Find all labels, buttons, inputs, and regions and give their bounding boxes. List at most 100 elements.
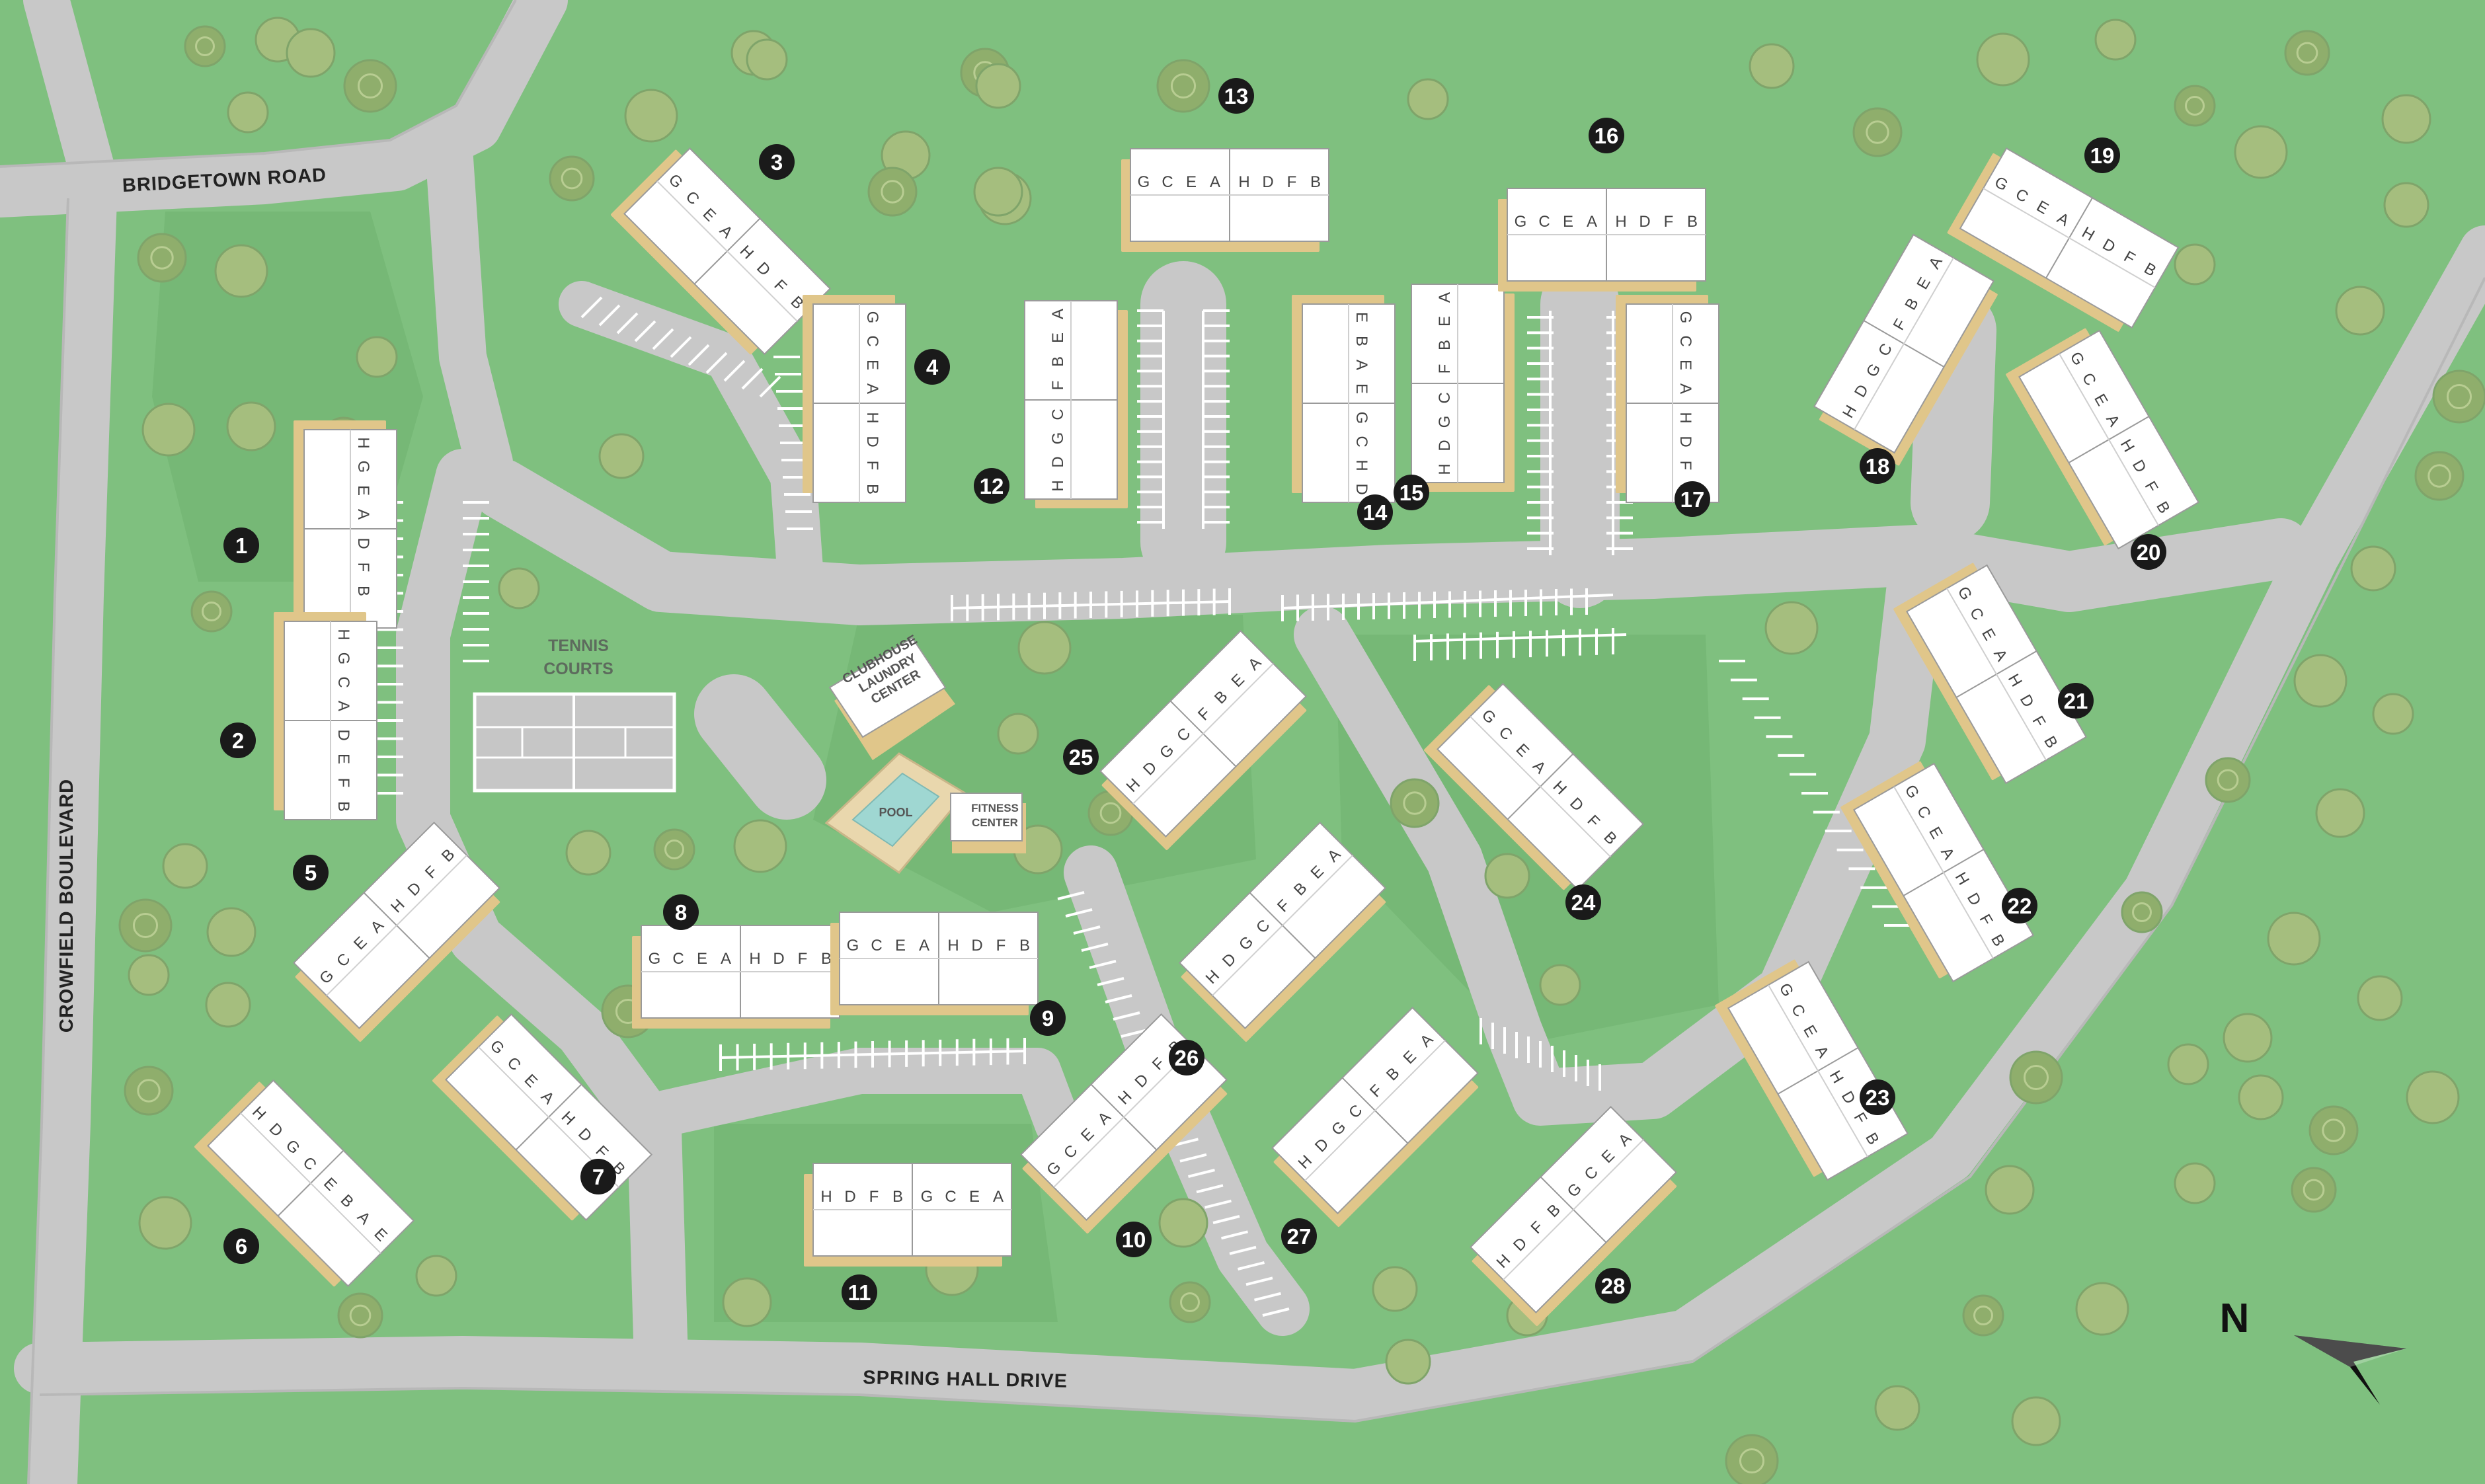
building-number: 4 <box>926 355 939 379</box>
building-badge: 4 <box>914 349 950 385</box>
unit-letter: E <box>969 1188 980 1206</box>
tree-icon <box>2432 370 2485 424</box>
tree-icon <box>2267 912 2321 966</box>
building-number: 13 <box>1224 84 1249 108</box>
building-number: 6 <box>235 1234 247 1259</box>
unit-letter: G <box>1436 416 1454 428</box>
building-number: 22 <box>2008 894 2032 918</box>
unit-letter: B <box>1687 213 1698 231</box>
unit-letter: D <box>1639 213 1650 231</box>
unit-letter: G <box>1676 311 1694 324</box>
tree-icon <box>141 403 196 457</box>
unit-letter: A <box>335 701 352 711</box>
tree-icon <box>2174 85 2216 127</box>
building-number: 1 <box>235 533 247 558</box>
tree-icon <box>2406 1070 2460 1124</box>
building-badge: 25 <box>1063 739 1099 775</box>
building-badge: 22 <box>2002 888 2037 923</box>
tennis-courts-label-2: COURTS <box>543 660 613 678</box>
tree-icon <box>337 1292 383 1339</box>
building-badge: 9 <box>1030 1000 1066 1036</box>
unit-letter: H <box>1615 213 1626 231</box>
building-number: 23 <box>1866 1085 1890 1110</box>
building-badge: 12 <box>974 468 1009 504</box>
building-17[interactable]: GCEAHDFB17 <box>1616 295 1719 517</box>
unit-letter: H <box>1353 459 1370 471</box>
building-badge: 13 <box>1218 78 1254 114</box>
tree-icon <box>2174 243 2216 286</box>
unit-letter: A <box>1210 173 1220 191</box>
compass: N <box>2220 1296 2406 1405</box>
tree-icon <box>997 713 1039 755</box>
unit-letter: G <box>335 652 352 665</box>
tree-icon <box>2205 757 2251 803</box>
tree-icon <box>1962 1294 2004 1337</box>
unit-letter: E <box>1563 213 1573 231</box>
tree-icon <box>2350 545 2396 592</box>
unit-letter: C <box>1353 436 1370 447</box>
unit-letter: E <box>863 360 881 370</box>
unit-letter: D <box>1676 436 1694 447</box>
tree-icon <box>1484 853 1530 899</box>
building-number: 15 <box>1400 481 1424 505</box>
unit-letter: C <box>945 1188 956 1206</box>
tree-icon <box>226 401 276 451</box>
tree-icon <box>1985 1165 2035 1215</box>
unit-letter: G <box>863 311 881 324</box>
unit-letter: H <box>820 1188 832 1206</box>
tree-icon <box>1169 1281 1211 1323</box>
building-number: 9 <box>1042 1006 1054 1031</box>
unit-letter: F <box>1664 213 1674 231</box>
unit-letter: D <box>1353 483 1370 494</box>
unit-letter: C <box>1049 409 1067 420</box>
unit-letter: B <box>821 950 832 968</box>
unit-letter: B <box>1436 340 1454 350</box>
tree-icon <box>137 233 187 283</box>
tree-icon <box>565 830 611 876</box>
building-number: 19 <box>2090 143 2115 168</box>
tree-icon <box>498 567 540 609</box>
tree-icon <box>2234 125 2288 179</box>
unit-letter: B <box>1310 173 1321 191</box>
north-arrow-icon <box>2294 1335 2406 1405</box>
unit-letter: D <box>1262 173 1273 191</box>
unit-letter: A <box>993 1188 1004 1206</box>
tree-icon <box>286 28 336 78</box>
building-number: 20 <box>2137 540 2161 565</box>
pool: POOL <box>824 752 967 875</box>
tree-icon <box>128 954 170 996</box>
tree-icon <box>2372 693 2414 735</box>
unit-letter: C <box>672 950 684 968</box>
unit-letter: F <box>354 563 372 572</box>
tree-icon <box>733 819 787 873</box>
unit-letter: D <box>354 537 372 549</box>
